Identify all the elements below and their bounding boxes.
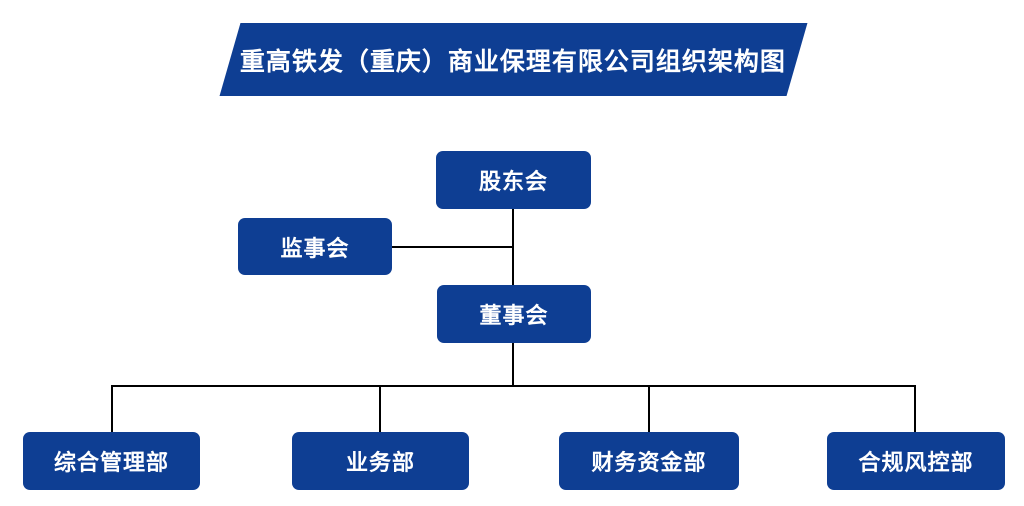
connector-departments-bus bbox=[111, 385, 916, 387]
node-shareholders-meeting: 股东会 bbox=[436, 151, 591, 209]
node-dept-general-management: 综合管理部 bbox=[23, 432, 200, 490]
connector-shareholders-board bbox=[512, 209, 514, 285]
connector-drop-dept3 bbox=[648, 385, 650, 432]
connector-supervisory-branch bbox=[392, 246, 513, 248]
title-banner: 重高铁发（重庆）商业保理有限公司组织架构图 bbox=[219, 23, 808, 96]
connector-board-down bbox=[512, 343, 514, 386]
node-board-of-directors: 董事会 bbox=[437, 285, 591, 343]
connector-drop-dept4 bbox=[914, 385, 916, 432]
node-dept-compliance-risk: 合规风控部 bbox=[827, 432, 1005, 490]
connector-drop-dept1 bbox=[111, 385, 113, 432]
chart-title: 重高铁发（重庆）商业保理有限公司组织架构图 bbox=[240, 47, 787, 76]
node-supervisory-board: 监事会 bbox=[238, 218, 392, 275]
node-dept-finance-treasury: 财务资金部 bbox=[559, 432, 739, 490]
connector-drop-dept2 bbox=[379, 385, 381, 432]
node-dept-business: 业务部 bbox=[292, 432, 469, 490]
